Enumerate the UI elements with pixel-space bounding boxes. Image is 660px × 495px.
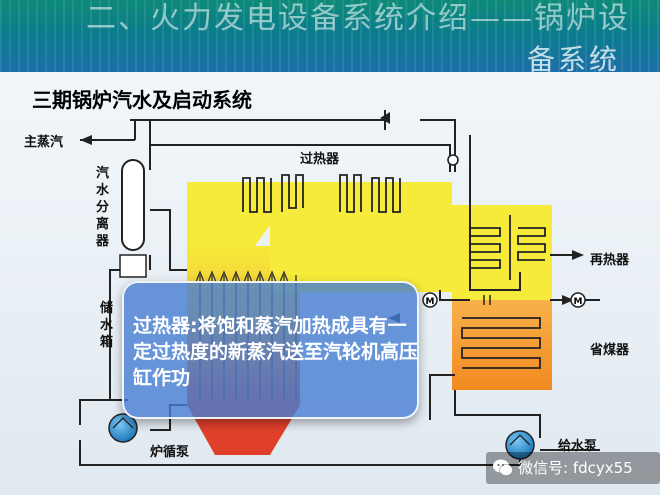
wechat-icon <box>493 459 513 476</box>
reheater-coils <box>469 215 546 280</box>
label-economizer: 省煤器 <box>590 343 630 358</box>
circulation-pump-icon <box>108 413 138 443</box>
label-main-steam: 主蒸汽 <box>24 135 64 150</box>
slide-title: 三期锅炉汽水及启动系统 <box>32 88 252 112</box>
header-stripe <box>0 0 660 72</box>
header-band <box>0 0 660 72</box>
label-separator: 汽水分离器 <box>96 166 110 249</box>
motor-left: M <box>422 292 438 308</box>
economizer-section <box>452 300 552 390</box>
watermark-bg <box>486 452 660 484</box>
svg-text:M: M <box>574 297 583 307</box>
callout-text: 过热器:将饱和蒸汽加热成具有一定过热度的新蒸汽送至汽轮机高压缸作功 <box>133 315 419 389</box>
header-title: 二、火力发电设备系统介绍——锅炉设 <box>86 1 630 36</box>
inlet-valve <box>483 295 491 305</box>
economizer-coils <box>461 317 541 369</box>
watermark-text: 微信号: fdcyx55 <box>518 459 633 477</box>
label-feed-pump: 给水泵 <box>558 439 598 454</box>
label-circulation-pump: 炉循泵 <box>150 445 190 460</box>
label-storage-tank: 储水箱 <box>100 301 114 350</box>
backpass-upper <box>452 205 552 317</box>
superheater-coils <box>242 174 401 213</box>
svg-text:M: M <box>426 297 435 307</box>
label-reheater: 再热器 <box>590 253 630 268</box>
motor-right: M <box>570 292 586 308</box>
feed-pump-icon <box>505 430 535 460</box>
callout-box <box>122 281 419 419</box>
steam-separator <box>121 159 145 251</box>
header-title-line2: 备系统 <box>526 43 620 76</box>
label-superheater: 过热器 <box>300 152 340 167</box>
valve-top <box>447 154 459 166</box>
storage-tank <box>119 254 147 278</box>
